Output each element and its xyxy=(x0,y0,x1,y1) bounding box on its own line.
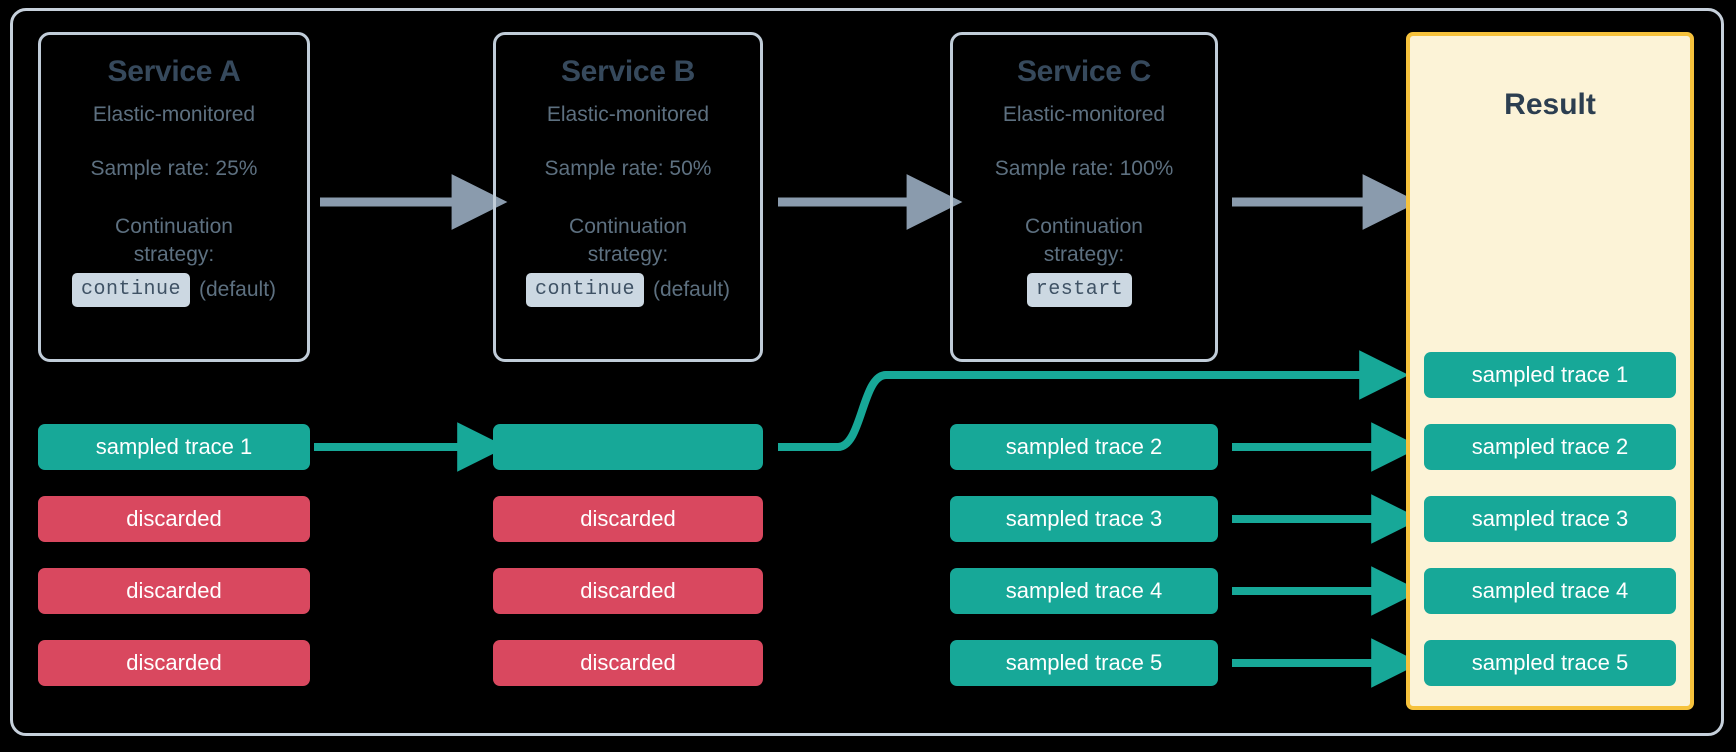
trace-pill-label: discarded xyxy=(580,506,676,531)
service-c-strategy-value: restart xyxy=(1026,272,1133,308)
trace-pill-label: discarded xyxy=(126,506,222,531)
trace-pill-label: sampled trace 3 xyxy=(1005,506,1163,531)
service-a-strategy-label: Continuation strategy: continue (default… xyxy=(71,213,277,308)
service-c-sample-rate: Sample rate: 100% xyxy=(994,157,1174,180)
trace-pill-label: discarded xyxy=(126,578,222,603)
service-c-strategy-row: restart xyxy=(1025,272,1143,308)
service-b-strategy-note: (default) xyxy=(652,278,731,302)
service-a-strategy-line1: Continuation xyxy=(115,215,233,238)
service-b-strategy-row: continue (default) xyxy=(525,272,731,308)
arrow-trace1-b-to-result xyxy=(778,350,1409,451)
service-card-c[interactable]: Service C Elastic-monitored Sample rate:… xyxy=(950,32,1218,362)
trace-pill-label: sampled trace 2 xyxy=(1005,434,1163,459)
service-b-strategy-line1: Continuation xyxy=(569,215,687,238)
trace-pill-service-a-2[interactable]: discarded xyxy=(38,496,310,542)
service-c-strategy-label: Continuation strategy: restart xyxy=(1025,213,1143,308)
service-c-strategy-line2: strategy: xyxy=(1043,242,1125,266)
service-a-subtitle: Elastic-monitored xyxy=(92,103,256,126)
trace-pill-service-c-4[interactable]: sampled trace 5 xyxy=(950,640,1218,686)
service-card-a[interactable]: Service A Elastic-monitored Sample rate:… xyxy=(38,32,310,362)
service-a-strategy-row: continue (default) xyxy=(71,272,277,308)
trace-pill-label: discarded xyxy=(126,650,222,675)
result-trace-label: sampled trace 5 xyxy=(1471,650,1629,675)
service-a-strategy-line2: strategy: xyxy=(133,242,215,266)
service-b-strategy-line2: strategy: xyxy=(587,242,669,266)
trace-pill-service-b-1[interactable] xyxy=(493,424,763,470)
trace-pill-service-c-1[interactable]: sampled trace 2 xyxy=(950,424,1218,470)
result-trace-label: sampled trace 2 xyxy=(1471,434,1629,459)
trace-pill-service-b-3[interactable]: discarded xyxy=(493,568,763,614)
service-b-sample-rate: Sample rate: 50% xyxy=(544,157,712,180)
trace-pill-service-b-2[interactable]: discarded xyxy=(493,496,763,542)
service-a-strategy-note: (default) xyxy=(198,278,277,302)
result-title: Result xyxy=(1504,88,1596,121)
result-trace-pill-5[interactable]: sampled trace 5 xyxy=(1424,640,1676,686)
trace-pill-service-b-4[interactable]: discarded xyxy=(493,640,763,686)
service-b-strategy-label: Continuation strategy: continue (default… xyxy=(525,213,731,308)
trace-pill-service-a-3[interactable]: discarded xyxy=(38,568,310,614)
service-b-strategy-value: continue xyxy=(525,272,644,308)
trace-pill-label: sampled trace 1 xyxy=(95,434,253,459)
service-card-b[interactable]: Service B Elastic-monitored Sample rate:… xyxy=(493,32,763,362)
trace-pill-label: discarded xyxy=(580,650,676,675)
service-a-sample-rate: Sample rate: 25% xyxy=(90,157,258,180)
service-c-subtitle: Elastic-monitored xyxy=(1002,103,1166,126)
service-b-subtitle: Elastic-monitored xyxy=(546,103,710,126)
service-c-title: Service C xyxy=(1016,55,1152,88)
service-a-strategy-value: continue xyxy=(71,272,190,308)
trace-pill-service-c-3[interactable]: sampled trace 4 xyxy=(950,568,1218,614)
result-trace-label: sampled trace 4 xyxy=(1471,578,1629,603)
result-trace-pill-2[interactable]: sampled trace 2 xyxy=(1424,424,1676,470)
result-trace-label: sampled trace 1 xyxy=(1471,362,1629,387)
result-trace-pill-4[interactable]: sampled trace 4 xyxy=(1424,568,1676,614)
result-trace-pill-1[interactable]: sampled trace 1 xyxy=(1424,352,1676,398)
trace-pill-service-a-4[interactable]: discarded xyxy=(38,640,310,686)
trace-pill-label: discarded xyxy=(580,578,676,603)
trace-pill-label: sampled trace 4 xyxy=(1005,578,1163,603)
result-trace-pill-3[interactable]: sampled trace 3 xyxy=(1424,496,1676,542)
service-b-title: Service B xyxy=(560,55,696,88)
result-trace-label: sampled trace 3 xyxy=(1471,506,1629,531)
service-a-title: Service A xyxy=(107,55,241,88)
trace-pill-service-c-2[interactable]: sampled trace 3 xyxy=(950,496,1218,542)
trace-pill-service-a-1[interactable]: sampled trace 1 xyxy=(38,424,310,470)
service-c-strategy-line1: Continuation xyxy=(1025,215,1143,238)
trace-pill-label: sampled trace 5 xyxy=(1005,650,1163,675)
diagram-outer-frame xyxy=(10,8,1724,736)
